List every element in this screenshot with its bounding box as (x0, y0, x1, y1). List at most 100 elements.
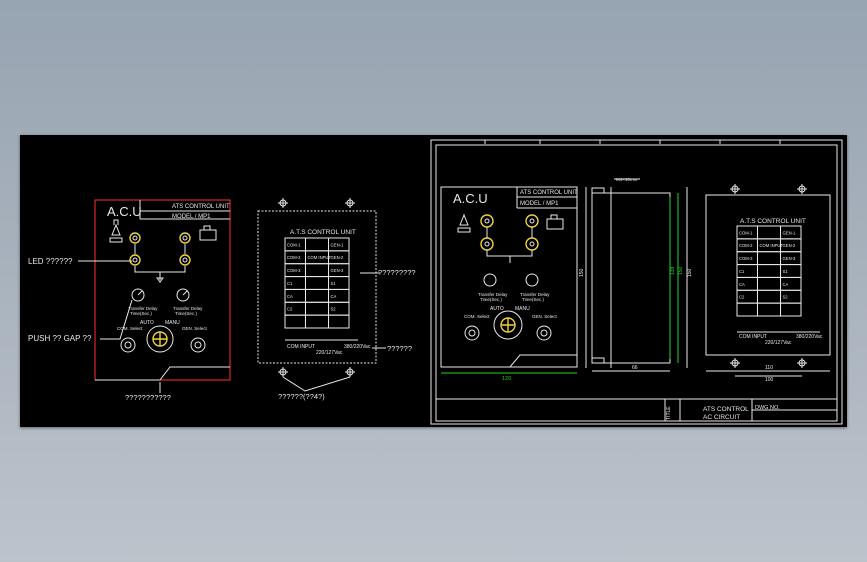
dim-depth: 66 (632, 365, 638, 371)
terminal-foot-right-2: 380/220Vac (796, 334, 823, 340)
dim-back-width: 110 (765, 365, 773, 371)
drawing-sheet: TITLE ATS CONTROL AC CIRCUIT DWG NO. (430, 139, 843, 425)
acu-model: MODEL / MP1 (172, 214, 211, 220)
terminal-foot-right: 380/220Vac (344, 344, 371, 350)
terminal-title: A.T.S CONTROL UNIT (290, 229, 356, 236)
terminal-cell-label: COM INPUT (759, 243, 783, 248)
acu-model-2: MODEL / MP1 (520, 201, 559, 207)
title-line-2: AC CIRCUIT (703, 414, 740, 421)
dim-height-side: 150 (687, 268, 693, 277)
acu-title: A.C.U (107, 204, 142, 219)
led-right-bottom (179, 254, 191, 266)
terminal-cell (756, 302, 782, 317)
dim-height-inner2: 150 (678, 266, 684, 275)
terminal-cell-label: GEN-2 (783, 243, 796, 248)
dim-back-width2: 100 (765, 377, 774, 383)
terminal-cell (304, 237, 330, 252)
terminal-foot-bottom-2: 220/127Vac (765, 340, 792, 346)
delay-left-unit-2: Time(Sec.) (480, 297, 502, 302)
gen-select-label-2: GEN. Select (532, 314, 558, 319)
terminal-cell-label: COM-3 (287, 268, 301, 273)
delay-right-unit-2: Time(Sec.) (522, 297, 544, 302)
dwg-no-label: DWG NO. (755, 405, 780, 411)
delay-left-label: Transfer Delay (128, 306, 158, 311)
terminal-cell-label: GEN-2 (331, 255, 344, 260)
terminal-foot-left: COM INPUT (287, 344, 315, 350)
terminal-cell (736, 302, 758, 317)
terminal-holes-callout: ??????(??4?) (278, 392, 325, 401)
terminal-foot-left-2: COM INPUT (739, 334, 767, 340)
terminal-cell-label: CA (783, 282, 789, 287)
terminal-cell-label: CA (287, 294, 293, 299)
led-right-top (179, 232, 191, 244)
terminal-cell (304, 314, 330, 329)
terminal-cell (304, 288, 330, 303)
terminal-cell (756, 225, 782, 240)
mode-selector-switch[interactable] (146, 325, 174, 353)
delay-left-unit: Time(Sec.) (130, 311, 152, 316)
terminal-cell-label: S2 (331, 307, 337, 312)
terminal-cell (304, 276, 330, 290)
sheet-ticks (484, 140, 781, 144)
terminal-cell (328, 314, 350, 329)
mounting-hole-bl (278, 367, 288, 377)
side-view: M4×10mm 138 150 150 150 66 (579, 177, 693, 372)
right-of-panel-callout: ????????? (378, 268, 416, 277)
delay-knob-right[interactable] (176, 288, 190, 302)
terminal-foot-bottom: 220/127Vac (316, 350, 343, 356)
acu-front-panel-2: A.C.U ATS CONTROL UNIT MODEL / MP1 Trans… (440, 186, 578, 382)
com-select-label: COM. Select (117, 326, 143, 331)
terminal-cell-label: C1 (287, 281, 293, 286)
push-gap-callout: PUSH ?? GAP ?? (28, 334, 92, 343)
cable-note-callout: ?????? (387, 344, 412, 353)
dim-height-outer: 150 (579, 268, 585, 277)
led-callout: LED ?????? (28, 257, 73, 266)
terminal-cell-label: C2 (287, 307, 293, 312)
cad-drawing-viewport[interactable]: A.C.U ATS CONTROL UNIT MODEL / MP1 (20, 135, 847, 427)
auto-label-2: AUTO (490, 306, 504, 312)
terminal-cell (756, 289, 782, 304)
pylon-icon (457, 213, 471, 233)
terminal-cell-label: COM-2 (739, 243, 753, 248)
terminal-cell-label: C1 (739, 269, 745, 274)
terminal-cell-label: CA (331, 294, 337, 299)
acu-subtitle-2: ATS CONTROL UNIT (520, 190, 578, 196)
com-select-button[interactable] (120, 337, 136, 353)
acu-subtitle: ATS CONTROL UNIT (172, 204, 230, 210)
title-line-1: ATS CONTROL (703, 406, 749, 413)
terminal-cell-label: CA (739, 282, 745, 287)
terminal-cell (756, 264, 782, 278)
terminal-cell-label: COM-2 (287, 255, 301, 260)
terminal-cell-label: COM-1 (287, 242, 301, 247)
terminal-cell-label: GEN-3 (331, 268, 344, 273)
mounting-hole-tl (278, 198, 288, 208)
gen-select-label: GEN. Select (182, 326, 208, 331)
delay-knob-left[interactable] (131, 288, 145, 302)
gen-select-button[interactable] (190, 337, 206, 353)
terminal-cell-label: S2 (783, 295, 789, 300)
pylon-icon (109, 219, 123, 243)
dim-height-inner: 138 (670, 266, 676, 275)
led-left-top (129, 232, 141, 244)
terminal-cell-label: GEN-3 (783, 256, 796, 261)
terminal-cell-label: COM-3 (739, 256, 753, 261)
bottom-left-callout: ??????????? (125, 393, 171, 402)
mounting-hole-br (345, 367, 355, 377)
title-label: TITLE (666, 406, 672, 420)
acu-title-2: A.C.U (453, 191, 488, 206)
terminal-cell (304, 301, 330, 316)
terminal-cell (780, 302, 802, 317)
led-left-bottom (129, 254, 141, 266)
acu-front-panel: A.C.U ATS CONTROL UNIT MODEL / MP1 (94, 199, 231, 381)
terminal-cell-label: C2 (739, 295, 745, 300)
delay-right-label: Transfer Delay (173, 306, 203, 311)
terminal-cell-label: GEN-1 (331, 242, 344, 247)
terminal-cell (304, 263, 330, 278)
com-select-label-2: COM. Select (464, 314, 490, 319)
terminal-cell (756, 276, 782, 291)
terminal-cell-label: S1 (331, 281, 337, 286)
terminal-title-2: A.T.S CONTROL UNIT (740, 218, 806, 225)
